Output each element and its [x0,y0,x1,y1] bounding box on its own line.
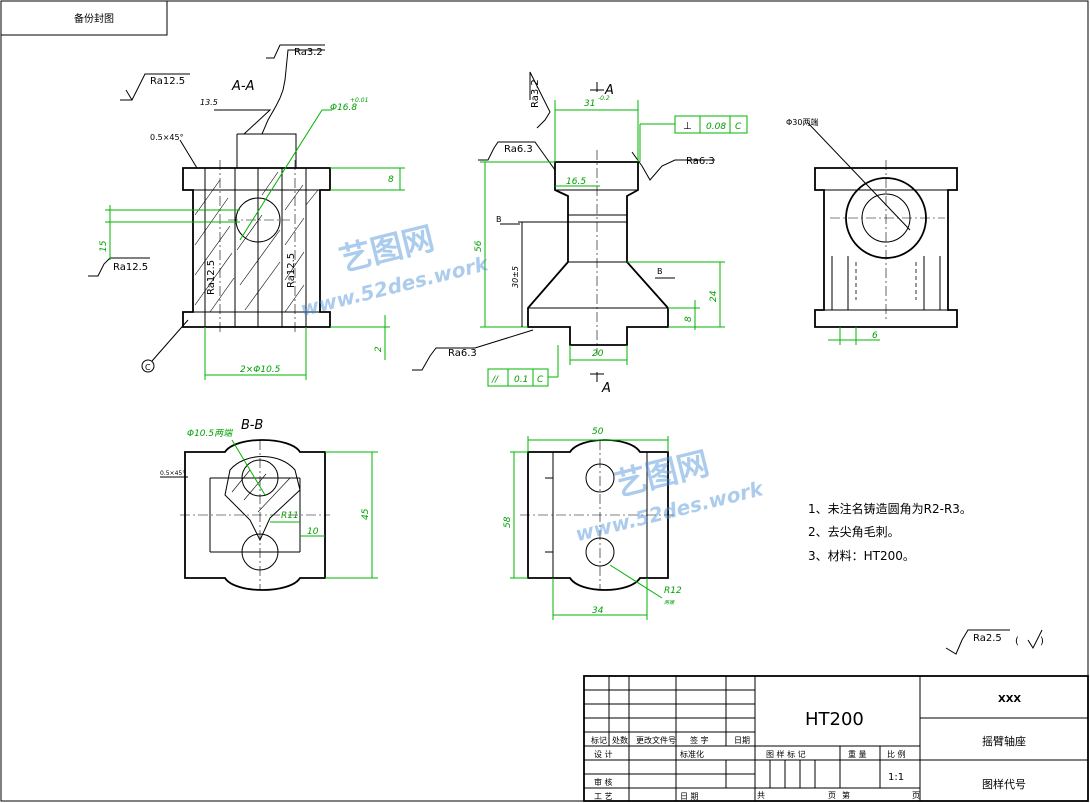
fcf-bottom-datum: C [537,375,544,385]
bottom-dim-34: 34 [592,606,604,616]
aa-dim-bore-tol: +0.01 [350,97,368,104]
front-section-b-right: B [657,267,663,276]
front-fcf-bottom: // 0.1 C [487,345,559,387]
title-block: 标记 处数 更改文件号 签 字 日期 设 计 标准化 审 核 工 艺 日 期 H… [583,675,1089,802]
bb-dim-r11: R11 [281,511,299,521]
front-section-mark-top: A [604,83,614,98]
aa-dim-holes: 2×Φ10.5 [240,365,281,375]
general-paren-close: ) [1040,636,1044,647]
tb-sheet: 页 [828,791,836,800]
bottom-dim-58: 58 [503,516,513,528]
tb-total: 共 [757,791,765,800]
aa-datum-circle [141,359,155,373]
tb-hdr-doc: 更改文件号 [636,735,676,745]
aa-ra-inner-2: Ra12.5 [286,253,297,288]
front-dim-56: 56 [474,240,484,252]
tb-hdr-date: 日期 [734,736,750,745]
section-aa-view: A-A Ra12.5 [88,44,405,380]
front-dim-31: 31 [584,99,595,109]
bb-dim-10: 10 [307,527,319,537]
note-1: 1、未注名铸造圆角为R2-R3。 [808,501,972,516]
aa-dim-8: 8 [388,175,394,185]
front-dim-31-tol: -0.2 [598,95,610,102]
aa-ra-top: Ra3.2 [294,47,323,58]
watermark-1: 艺图网 www.52des.work [298,219,492,321]
aa-datum: C [145,363,151,372]
aa-chamfer: 0.5×45° [150,133,184,142]
bottom-dim-50: 50 [592,427,604,437]
tb-company: XXX [998,694,1021,705]
tb-scale: 1:1 [888,772,904,783]
fcf-bottom-symbol: // [491,375,499,385]
note-3: 3、材料：HT200。 [808,549,915,563]
tb-row-process: 工 艺 [594,792,613,801]
fcf-top-datum: C [735,122,742,132]
side-bore-label: Φ30两端 [786,117,818,127]
front-dim-16-5: 16.5 [566,177,586,187]
tb-weight: 重 量 [848,749,867,759]
front-dim-20: 20 [592,349,604,359]
front-view: A A Ra3.2 Ra6.3 Ra6.3 Ra6.3 ⊥ 0.08 C [412,71,748,396]
tb-row-check: 审 核 [594,777,613,787]
front-ra-bottom: Ra6.3 [448,348,477,359]
front-ra-right: Ra6.3 [686,156,715,167]
front-dim-8: 8 [684,316,694,322]
aa-dim-15: 15 [99,240,109,252]
front-dimensions: 31 -0.2 16.5 56 30±5 B B 24 8 20 [474,95,725,365]
note-2: 2、去尖角毛刺。 [808,525,900,539]
section-bb-title: B-B [241,418,263,433]
tb-page: 页 [912,791,920,800]
general-roughness: Ra2.5 ( ) [945,629,1044,655]
tb-material: HT200 [805,709,864,730]
aa-dim-top: 13.5 [200,98,218,107]
general-ra: Ra2.5 [973,633,1002,644]
bottom-view: 50 58 34 R12 两端 [503,427,682,620]
bb-bore-label: Φ10.5两端 [187,428,234,439]
front-ra-top: Ra3.2 [530,79,541,108]
aa-ra-left: Ra12.5 [113,262,148,273]
side-dim-6: 6 [872,331,878,341]
front-dim-24: 24 [709,290,719,302]
tb-drawing-no-label: 图样代号 [982,777,1026,791]
fcf-bottom-value: 0.1 [514,375,528,385]
tb-part-name: 摇臂轴座 [982,734,1026,748]
technical-notes: 1、未注名铸造圆角为R2-R3。 2、去尖角毛刺。 3、材料：HT200。 [808,501,972,563]
tb-sheet-no: 第 [842,790,850,800]
tb-scale-label: 比 例 [887,749,906,759]
general-paren-open: ( [1015,636,1019,647]
side-view: Φ30两端 6 [786,117,958,345]
bb-dim-45: 45 [361,508,371,520]
front-dim-30: 30±5 [511,266,520,288]
bottom-dim-r12-note: 两端 [664,599,675,606]
tb-row-standard: 标准化 [680,749,704,759]
tb-hdr-mark: 标记 [591,735,607,745]
fcf-top-symbol: ⊥ [683,121,692,132]
aa-ra-inner-1: Ra12.5 [206,260,217,295]
tb-row-date: 日 期 [680,792,699,801]
bottom-dim-r12: R12 [664,586,682,596]
watermark-2: 艺图网 www.52des.work [573,444,767,546]
section-aa-title: A-A [231,79,254,94]
tb-stage-mark: 图 样 标 记 [766,749,806,759]
front-section-b-left: B [496,215,502,224]
front-ra-left: Ra6.3 [504,144,533,155]
aa-ra-top-left: Ra12.5 [150,76,185,87]
backup-stamp: 备份封图 [0,0,168,36]
tb-hdr-count: 处数 [612,735,628,745]
aa-dim-bore: Φ16.8 [330,103,357,113]
aa-dimensions: 8 15 2 2×Φ10.5 Φ16.8 +0.01 [99,97,405,380]
stamp-label: 备份封图 [74,12,114,25]
front-section-mark-bottom: A [601,381,611,396]
tb-hdr-sign: 签 字 [690,735,709,745]
fcf-top-value: 0.08 [706,122,726,132]
front-fcf-top: ⊥ 0.08 C [639,115,748,162]
aa-dim-2: 2 [374,346,384,352]
section-bb-view: B-B 0.5×45° Φ10.5两端 R11 10 45 [160,418,378,591]
tb-row-design: 设 计 [594,749,613,759]
bb-chamfer: 0.5×45° [160,470,185,477]
